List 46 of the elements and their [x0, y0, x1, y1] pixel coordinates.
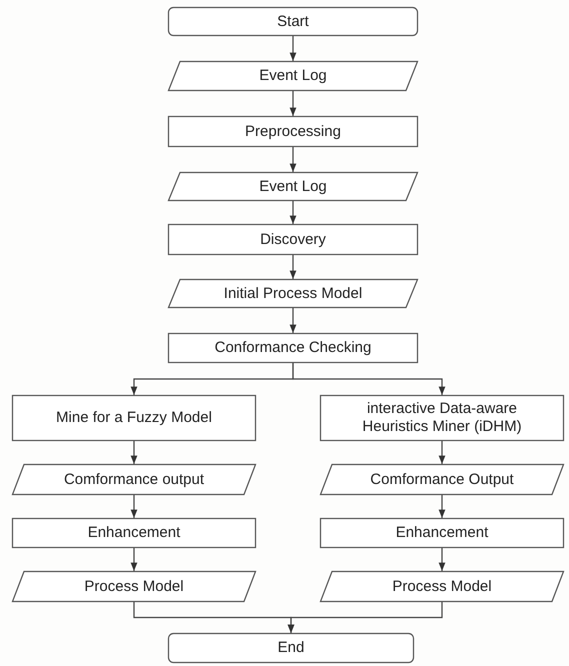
node-label: End — [276, 639, 306, 657]
process-box — [12, 395, 256, 441]
data-parallelogram — [12, 571, 256, 602]
arrow — [438, 495, 446, 518]
node-label: Mine for a Fuzzy Model — [55, 409, 213, 427]
arrow — [438, 548, 446, 571]
node-label: Event Log — [258, 67, 328, 85]
arrow — [290, 91, 296, 116]
process-box — [12, 518, 256, 548]
arrow — [290, 308, 296, 333]
node-label: Start — [276, 12, 310, 30]
node-label: Initial Process Model — [222, 284, 364, 302]
terminal-box — [168, 633, 414, 663]
data-parallelogram — [168, 279, 418, 308]
arrow — [290, 36, 296, 61]
process-box — [320, 395, 564, 441]
data-parallelogram — [168, 61, 418, 91]
arrow — [130, 441, 138, 464]
arrow — [292, 363, 446, 395]
node-label: Preprocessing — [244, 122, 342, 140]
process-box — [168, 333, 418, 363]
node-label: Comformance Output — [369, 470, 515, 488]
data-parallelogram — [320, 571, 564, 602]
process-box — [168, 116, 418, 147]
process-box — [320, 518, 564, 548]
arrow — [130, 495, 138, 518]
arrow — [290, 201, 296, 224]
arrow — [288, 602, 443, 633]
arrow — [290, 255, 296, 279]
node-label: Enhancement — [394, 524, 490, 542]
node-label: Process Model — [83, 578, 185, 596]
node-label: Conformance Checking — [214, 339, 372, 357]
node-label: Enhancement — [86, 524, 182, 542]
data-parallelogram — [12, 464, 256, 495]
data-parallelogram — [320, 464, 564, 495]
node-label: Discovery — [259, 230, 327, 248]
node-label: Comformance output — [62, 470, 206, 488]
arrow — [290, 147, 296, 172]
arrow — [438, 441, 446, 464]
process-box — [168, 224, 418, 255]
node-label: Process Model — [391, 578, 493, 596]
node-label: Event Log — [258, 178, 328, 196]
data-parallelogram — [168, 172, 418, 201]
node-label: interactive Data-aware Heuristics Miner (iDHM) — [361, 400, 523, 436]
terminal-box — [168, 7, 418, 36]
arrow — [130, 548, 138, 571]
